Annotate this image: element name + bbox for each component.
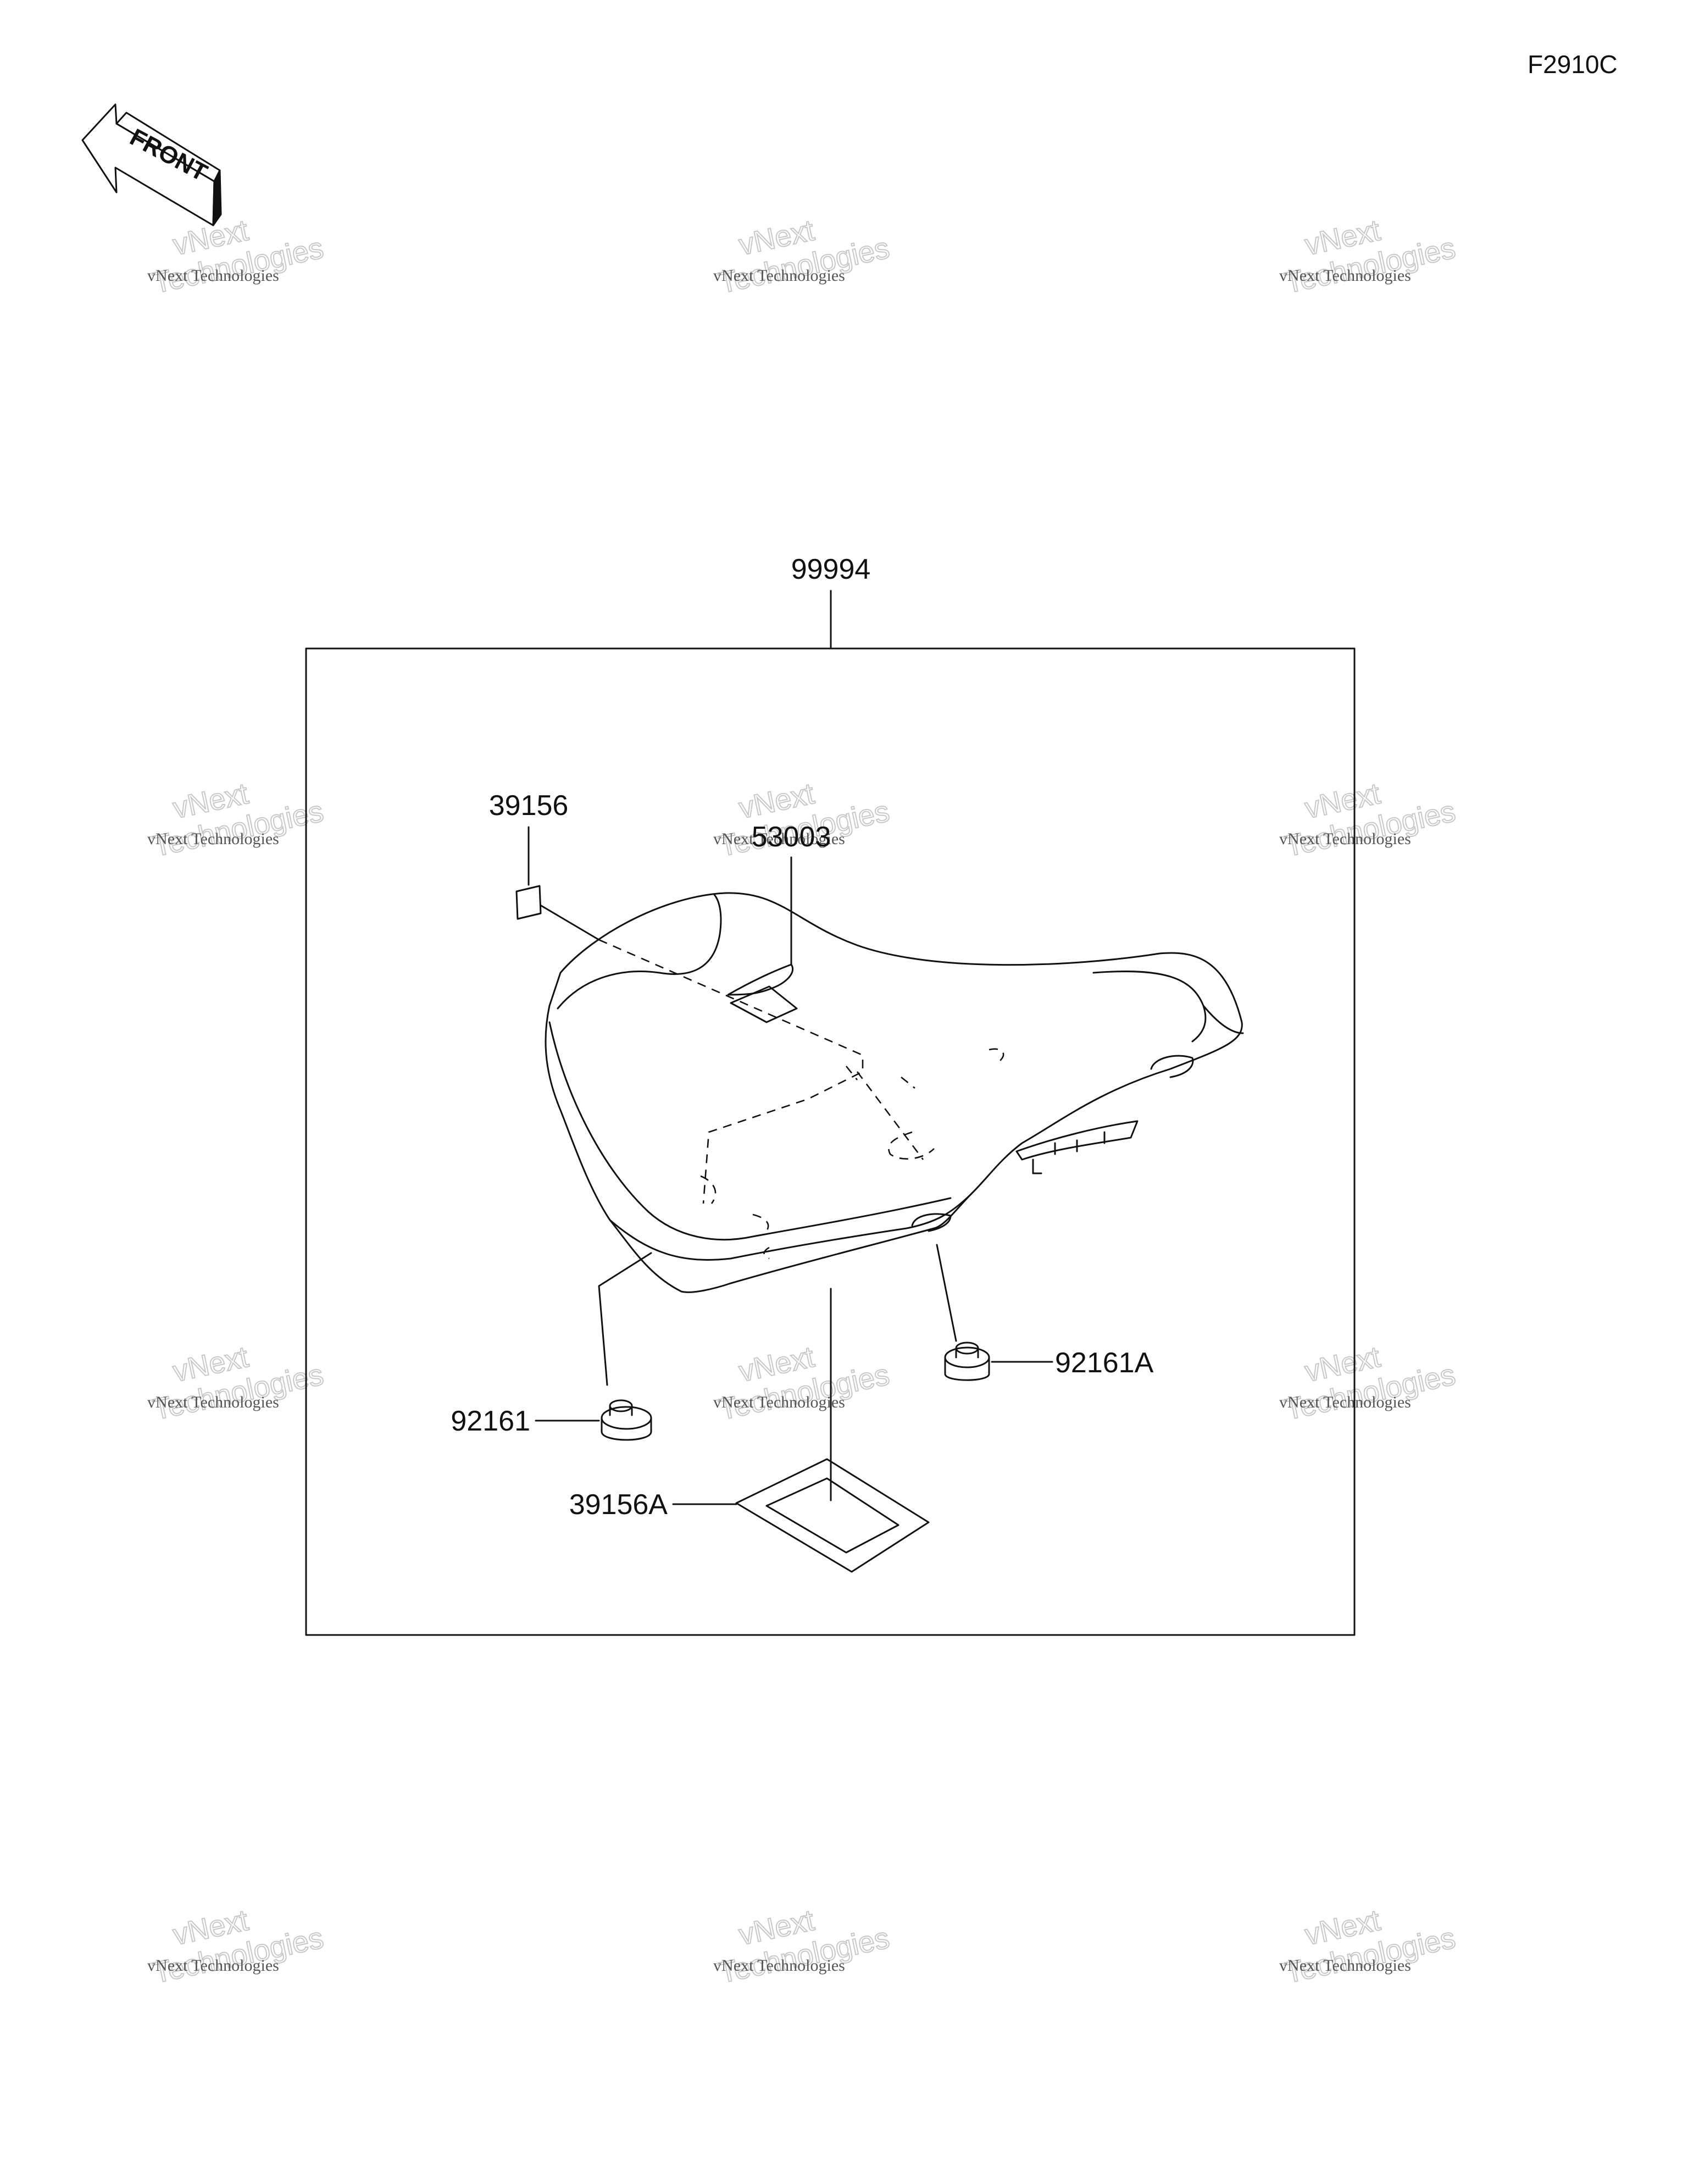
watermark: vNext Technologies vNext Technologies xyxy=(713,213,893,300)
part-label-53003[interactable]: 53003 xyxy=(752,821,831,853)
watermark: vNext Technologies vNext Technologies xyxy=(1279,1340,1459,1427)
sticker-icon xyxy=(735,1458,930,1573)
watermark: vNext Technologies vNext Technologies xyxy=(713,777,893,863)
part-label-92161a[interactable]: 92161A xyxy=(1055,1347,1154,1379)
svg-text:vNext Technologies: vNext Technologies xyxy=(1279,1956,1411,1975)
seat-icon xyxy=(545,892,1244,1293)
part-label-39156[interactable]: 39156 xyxy=(489,790,569,822)
watermark: vNext Technologies vNext Technologies xyxy=(1279,777,1459,863)
svg-text:vNext Technologies: vNext Technologies xyxy=(1279,830,1411,848)
svg-text:vNext Technologies: vNext Technologies xyxy=(713,1956,845,1975)
watermark: vNext Technologies vNext Technologies xyxy=(147,213,327,300)
watermark: vNext Technologies vNext Technologies xyxy=(147,777,327,863)
svg-text:vNext Technologies: vNext Technologies xyxy=(1279,267,1411,285)
leader-line-92161a-seat xyxy=(936,1244,957,1342)
svg-text:vNext Technologies: vNext Technologies xyxy=(147,1956,279,1975)
watermark: vNext Technologies vNext Technologies xyxy=(1279,1903,1459,1990)
svg-text:vNext Technologies: vNext Technologies xyxy=(713,267,845,285)
leader-line-92161-seat xyxy=(598,1252,652,1386)
front-arrow-icon: FRONT xyxy=(81,103,222,226)
figure-code: F2910C xyxy=(1528,50,1618,79)
watermark: vNext Technologies vNext Technologies xyxy=(713,1903,893,1990)
watermark: vNext Technologies vNext Technologies xyxy=(1279,213,1459,300)
watermark: vNext Technologies vNext Technologies xyxy=(147,1903,327,1990)
part-label-92161[interactable]: 92161 xyxy=(451,1405,530,1437)
svg-text:vNext Technologies: vNext Technologies xyxy=(147,1393,279,1411)
svg-text:vNext Technologies: vNext Technologies xyxy=(713,1393,845,1411)
watermark: vNext Technologies vNext Technologies xyxy=(713,1340,893,1427)
part-label-39156a[interactable]: 39156A xyxy=(569,1489,668,1521)
part-label-assembly[interactable]: 99994 xyxy=(791,553,871,585)
leader-line-39156-seat xyxy=(540,905,600,941)
damper-icon xyxy=(944,1342,990,1381)
watermark-grid: vNext Technologies vNext Technologies vN… xyxy=(147,213,1459,1990)
front-label: FRONT xyxy=(125,124,212,186)
watermark: vNext Technologies vNext Technologies xyxy=(147,1340,327,1427)
assembly-frame xyxy=(305,647,1356,1636)
svg-text:vNext Technologies: vNext Technologies xyxy=(713,830,845,848)
sticker-icon xyxy=(515,885,542,920)
svg-text:vNext Technologies: vNext Technologies xyxy=(147,267,279,285)
damper-icon xyxy=(601,1399,652,1441)
svg-text:vNext Technologies: vNext Technologies xyxy=(1279,1393,1411,1411)
svg-text:vNext Technologies: vNext Technologies xyxy=(147,830,279,848)
